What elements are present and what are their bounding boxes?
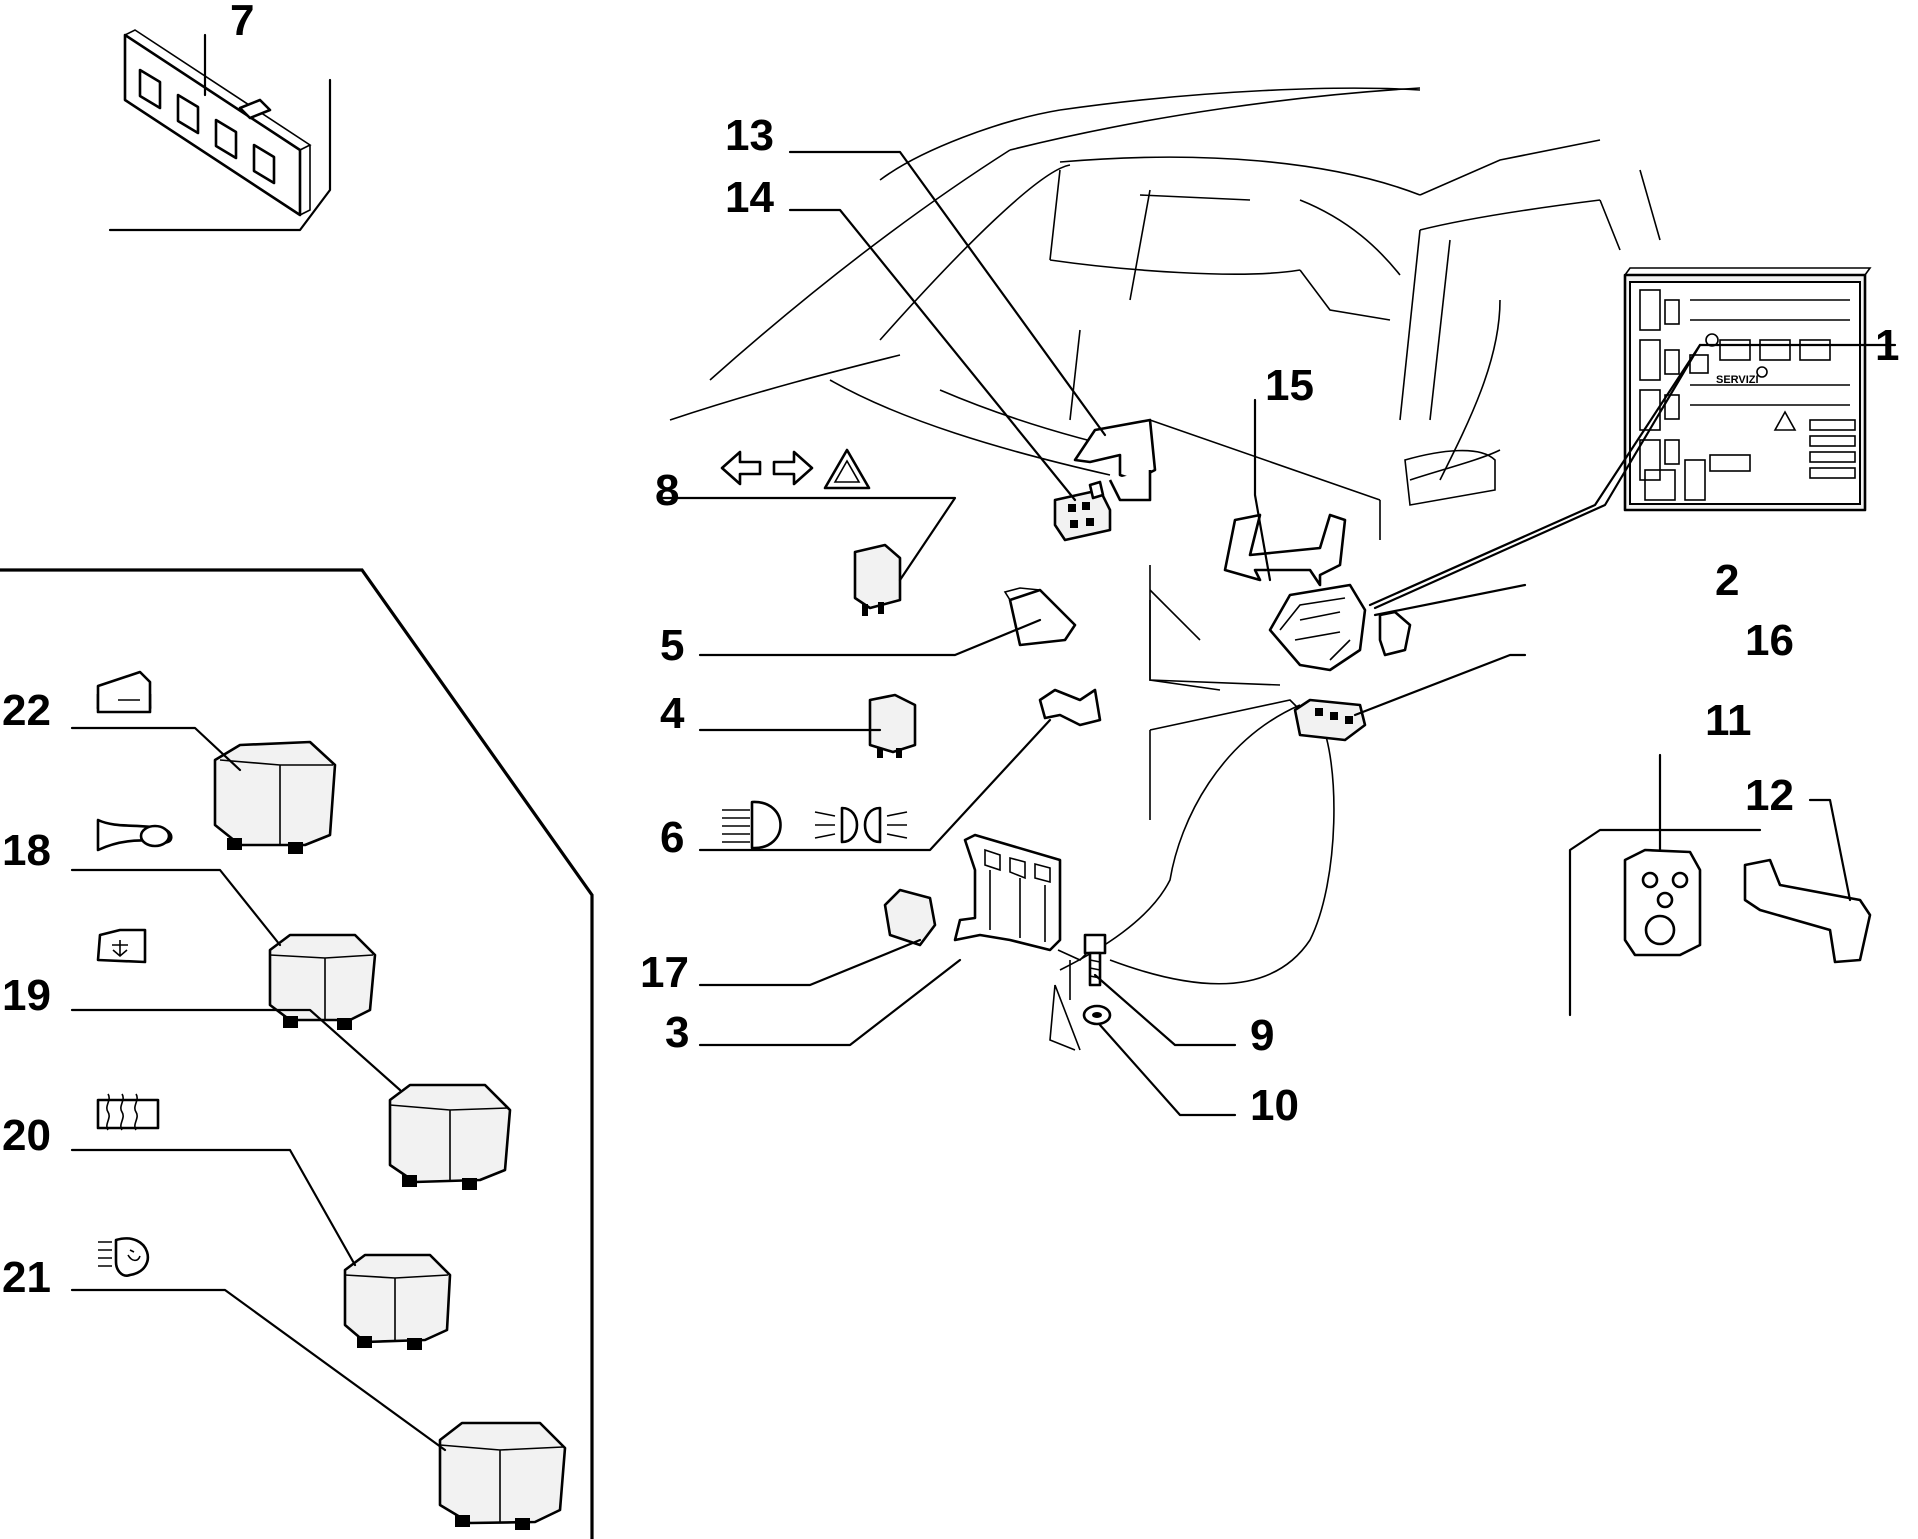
- callout-labels: 1 2 3 4 5 6 7 8 9 10 11 12 13 14 15 16 1…: [2, 0, 1899, 1302]
- callout-19: 19: [2, 971, 51, 1020]
- callout-12: 12: [1745, 771, 1794, 820]
- power-window-icon: [96, 670, 152, 714]
- switch-plate: [123, 29, 312, 217]
- callout-8: 8: [655, 466, 679, 515]
- relay-part-21: [438, 1421, 567, 1530]
- mounting-bracket-part-15: [1223, 513, 1347, 587]
- callout-3: 3: [665, 1008, 689, 1057]
- callout-4: 4: [660, 689, 685, 738]
- callout-18: 18: [2, 826, 51, 875]
- fuse-panel-cover: SERVIZI: [1623, 267, 1872, 512]
- relay-part-19: [388, 1083, 512, 1190]
- callout-17: 17: [640, 948, 689, 997]
- car-body-outline: [669, 87, 1661, 691]
- leader-lines: [70, 150, 1897, 1452]
- rear-defroster-icon: [96, 1093, 160, 1131]
- callout-10: 10: [1250, 1081, 1299, 1130]
- callout-9: 9: [1250, 1011, 1274, 1060]
- callout-16: 16: [1745, 616, 1794, 665]
- headlight-washer-icon: [98, 1237, 149, 1277]
- relay-holder-part-14: [1053, 480, 1112, 542]
- connector-part-16: [1293, 698, 1367, 742]
- fuse-part-6: [1038, 688, 1102, 727]
- grommet-part-11: [1623, 848, 1702, 957]
- fuse-panel-servizi-label: SERVIZI: [1716, 374, 1759, 386]
- relay-group-bracket: [0, 568, 594, 1539]
- callout-6: 6: [660, 813, 684, 862]
- bolt-part-9: [1083, 933, 1107, 987]
- relay-part-22: [213, 740, 337, 854]
- relay-bracket-part-3: [953, 833, 1091, 1000]
- callout-22: 22: [2, 686, 51, 735]
- relay-part-18: [268, 933, 377, 1030]
- junction-box-part-2: [1268, 583, 1412, 672]
- door-lock-icon: [96, 928, 147, 964]
- horn-icon: [96, 818, 173, 852]
- callout-5: 5: [660, 621, 684, 670]
- turn-signal-hazard-icon: [720, 448, 871, 490]
- callout-14: 14: [725, 173, 774, 222]
- callout-13: 13: [725, 111, 774, 160]
- cover-part-12: [1743, 858, 1872, 964]
- callout-7: 7: [230, 0, 254, 45]
- fuse-holder-part-13: [1073, 418, 1157, 502]
- relay-part-4: [868, 693, 917, 758]
- flasher-relay-part-8: [853, 543, 902, 616]
- headlight-beam-icon: [722, 800, 908, 850]
- callout-21: 21: [2, 1253, 51, 1302]
- callout-15: 15: [1265, 361, 1314, 410]
- fuse-part-5: [1003, 587, 1077, 647]
- relay-part-17: [883, 888, 937, 947]
- bracket-part-7: [108, 33, 332, 232]
- relay-part-20: [343, 1253, 452, 1350]
- nut-part-10: [1082, 1004, 1112, 1026]
- callout-1: 1: [1875, 321, 1899, 370]
- callout-20: 20: [2, 1111, 51, 1160]
- callout-11: 11: [1705, 696, 1752, 745]
- callout-2: 2: [1715, 556, 1739, 605]
